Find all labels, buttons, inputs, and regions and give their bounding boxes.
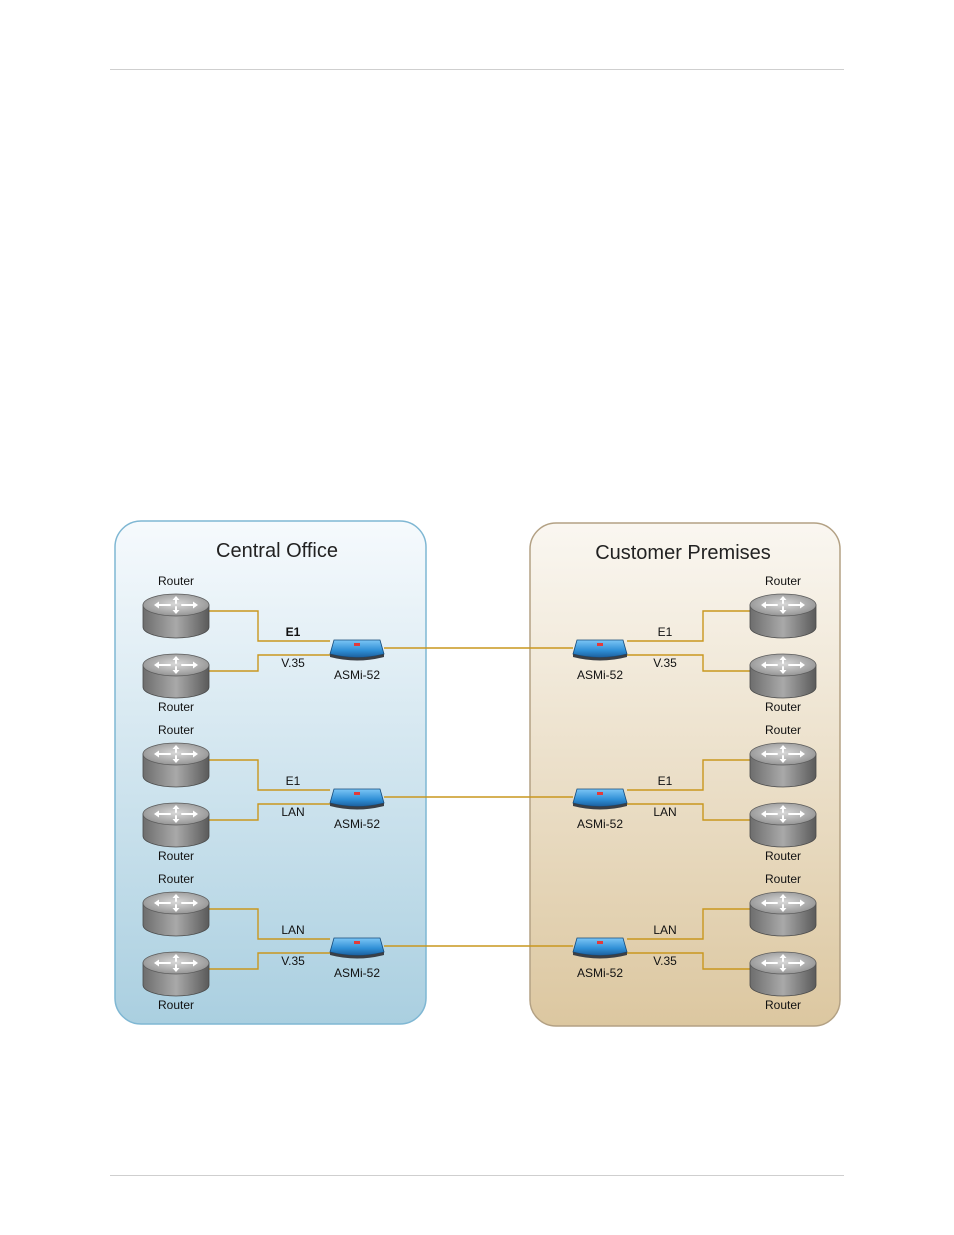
- co-link-bottom-label-2: LAN: [281, 805, 304, 819]
- cp-router-top-label-3: Router: [765, 872, 801, 886]
- cp-router-top-label-2: Router: [765, 723, 801, 737]
- co-router-bottom-label-3: Router: [158, 998, 194, 1012]
- co-link-top-label-1: E1: [286, 625, 301, 639]
- cp-router-top-2: [750, 743, 816, 787]
- cp-modem-label-2: ASMi-52: [577, 817, 623, 831]
- co-link-top-label-3: LAN: [281, 923, 304, 937]
- co-modem-label-3: ASMi-52: [334, 966, 380, 980]
- co-modem-label-2: ASMi-52: [334, 817, 380, 831]
- customer-premises-title: Customer Premises: [595, 542, 771, 564]
- co-link-bottom-label-1: V.35: [281, 656, 305, 670]
- co-router-bottom-2: [143, 803, 209, 847]
- cp-router-bottom-2: [750, 803, 816, 847]
- cp-link-bottom-label-3: V.35: [653, 954, 677, 968]
- central-office-title: Central Office: [216, 540, 338, 562]
- co-router-bottom-label-2: Router: [158, 849, 194, 863]
- co-router-bottom-1: [143, 654, 209, 698]
- co-router-top-label-1: Router: [158, 574, 194, 588]
- cp-modem-label-1: ASMi-52: [577, 668, 623, 682]
- co-modem-1: [330, 640, 384, 661]
- cp-modem-2: [573, 789, 627, 810]
- cp-link-top-label-3: LAN: [653, 923, 676, 937]
- cp-modem-1: [573, 640, 627, 661]
- co-router-top-label-3: Router: [158, 872, 194, 886]
- co-router-top-2: [143, 743, 209, 787]
- co-router-top-label-2: Router: [158, 723, 194, 737]
- cp-router-top-3: [750, 892, 816, 936]
- cp-router-top-label-1: Router: [765, 574, 801, 588]
- cp-link-top-label-2: E1: [658, 774, 673, 788]
- cp-link-bottom-label-2: LAN: [653, 805, 676, 819]
- co-modem-3: [330, 938, 384, 959]
- co-router-top-1: [143, 594, 209, 638]
- cp-router-bottom-3: [750, 952, 816, 996]
- cp-router-bottom-label-1: Router: [765, 700, 801, 714]
- co-modem-label-1: ASMi-52: [334, 668, 380, 682]
- cp-link-bottom-label-1: V.35: [653, 656, 677, 670]
- co-link-bottom-label-3: V.35: [281, 954, 305, 968]
- cp-router-bottom-label-2: Router: [765, 849, 801, 863]
- co-router-bottom-3: [143, 952, 209, 996]
- co-link-top-label-2: E1: [286, 774, 301, 788]
- cp-modem-label-3: ASMi-52: [577, 966, 623, 980]
- cp-link-top-label-1: E1: [658, 625, 673, 639]
- co-modem-2: [330, 789, 384, 810]
- co-router-top-3: [143, 892, 209, 936]
- cp-modem-3: [573, 938, 627, 959]
- cp-router-bottom-1: [750, 654, 816, 698]
- cp-router-top-1: [750, 594, 816, 638]
- cp-router-bottom-label-3: Router: [765, 998, 801, 1012]
- co-router-bottom-label-1: Router: [158, 700, 194, 714]
